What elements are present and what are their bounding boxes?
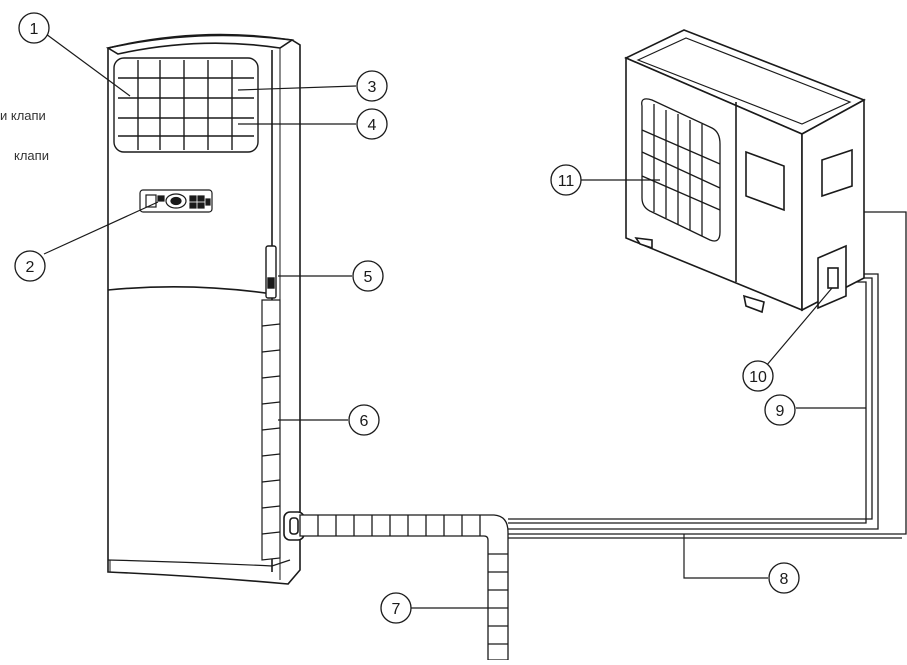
callout-8: 8 [768,562,800,594]
side-text-line-2: клапи [14,148,49,163]
callout-5: 5 [352,260,384,292]
callout-7: 7 [380,592,412,624]
callout-11: 11 [550,164,582,196]
control-panel [139,189,213,213]
air-inlet-grille [261,299,281,561]
callout-9: 9 [764,394,796,426]
callout-2-label: 2 [26,259,35,276]
callout-4: 4 [356,108,388,140]
drain-hose [299,514,509,661]
callout-10-label: 10 [749,369,767,386]
indoor-unit-panel-split [107,286,273,295]
callout-4-label: 4 [368,117,377,134]
indoor-unit-top [105,34,295,55]
outdoor-fan-grille [641,98,721,242]
callout-5-label: 5 [364,269,373,286]
callout-6: 6 [348,404,380,436]
side-switch [265,245,277,299]
callout-2: 2 [14,250,46,282]
callout-3-label: 3 [368,79,377,96]
callout-11-label: 11 [558,173,575,190]
callout-1-label: 1 [30,21,39,38]
air-outlet-grille [113,57,259,153]
callout-9-label: 9 [776,403,785,420]
callout-10: 10 [742,360,774,392]
indoor-unit-body [107,33,301,585]
callout-6-label: 6 [360,413,369,430]
side-text-line-1: и клапи [0,108,46,123]
callout-8-label: 8 [780,571,789,588]
callout-3: 3 [356,70,388,102]
callout-7-label: 7 [392,601,401,618]
callout-1: 1 [18,12,50,44]
leader-lines [43,33,866,609]
